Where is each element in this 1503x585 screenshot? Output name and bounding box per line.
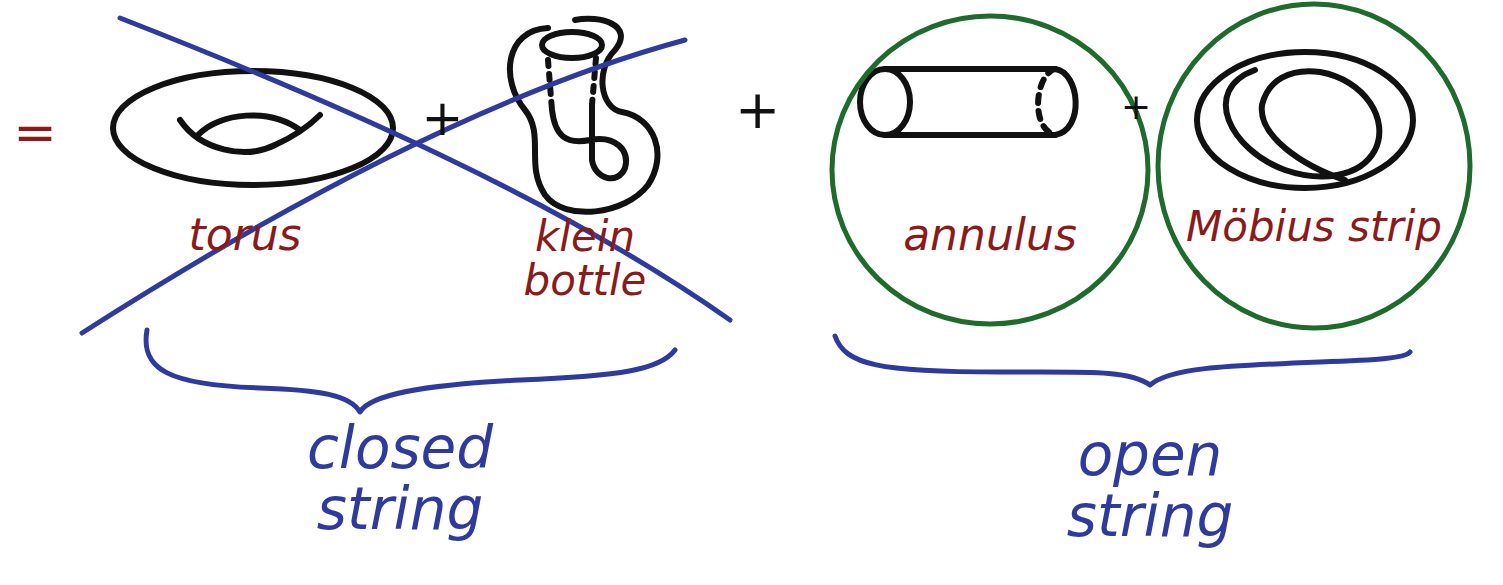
surface-name: klein bottle	[480, 215, 690, 303]
annulus-end	[860, 69, 910, 135]
torus-outline	[113, 71, 393, 185]
surface-name: torus	[150, 212, 340, 258]
surface-name: annulus	[828, 212, 1152, 258]
plus-sign: +	[1118, 88, 1154, 126]
klein-bottle-inner	[552, 105, 626, 178]
moebius-outline	[1197, 52, 1413, 188]
circle-outline	[832, 16, 1148, 324]
annulus-hidden-edge	[1038, 69, 1055, 135]
group-label: open string	[1000, 425, 1300, 547]
equals-sign: =	[5, 105, 65, 160]
plus-sign: +	[730, 82, 785, 139]
torus-hole-lower	[180, 115, 320, 152]
circled-surface: Möbius strip	[1154, 0, 1474, 332]
circle-outline	[1154, 0, 1474, 332]
circled-surface: annulus	[828, 12, 1152, 328]
annulus-side	[885, 69, 1055, 135]
bracket	[146, 330, 675, 412]
klein-bottle-outline	[510, 19, 658, 212]
circle-outline	[828, 12, 1152, 328]
strike-line	[120, 18, 730, 320]
circle-outline	[1158, 4, 1470, 328]
surface-name: Möbius strip	[1154, 205, 1474, 249]
klein-bottle-mouth	[542, 32, 602, 58]
bracket	[835, 336, 1410, 385]
torus-hole-upper	[198, 115, 300, 135]
moebius-inner	[1226, 70, 1380, 180]
annulus-end	[1055, 69, 1076, 135]
group-label: closed string	[250, 418, 550, 540]
plus-sign: +	[415, 92, 470, 145]
